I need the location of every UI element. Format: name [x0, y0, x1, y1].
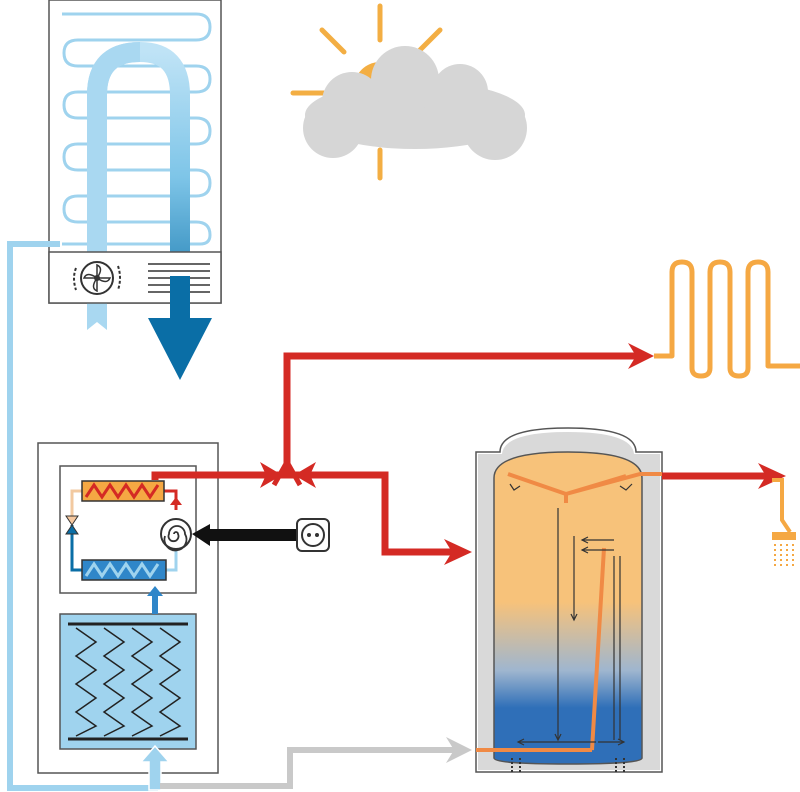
refrigerant-hot-arrow: [170, 497, 182, 505]
power-socket-icon: [296, 518, 330, 552]
heating-supply-line: [283, 352, 640, 475]
condenser: [81, 480, 165, 502]
dhw-arrow: [758, 463, 786, 489]
hot-water-storage-tank: [475, 427, 663, 773]
tank-internal-hot-pipe: [507, 472, 662, 503]
evaporator: [81, 559, 167, 581]
brine-up-arrow: [147, 586, 163, 614]
shower-icon: [772, 478, 796, 568]
outdoor-air-unit: [48, 0, 222, 380]
tank-internal-riser: [476, 547, 606, 752]
tank-charge-arrow: [444, 539, 472, 565]
return-arrow: [446, 737, 472, 763]
outdoor-coil: [62, 12, 212, 246]
junction-arrow-up: [271, 456, 303, 487]
ground-heat-exchanger: [59, 613, 197, 750]
compressor-icon: [160, 518, 192, 552]
junction-arrow-right: [294, 462, 316, 488]
cloud-icon: [303, 46, 527, 160]
tank-inner-vessel: [493, 451, 643, 765]
inlet-notch: [87, 322, 107, 330]
return-line: [160, 747, 460, 789]
expansion-valve-icon: [65, 515, 79, 535]
refrigerant-line-cold: [70, 525, 82, 572]
cold-air-out-arrow: [148, 276, 212, 380]
junction-arrow-left: [260, 462, 282, 488]
heating-supply-arrow: [628, 343, 654, 369]
radiator-icon: [654, 259, 800, 379]
electric-power-arrow: [192, 524, 296, 546]
fan-icon: [73, 261, 121, 295]
refrigerant-line-warm: [70, 489, 82, 520]
tank-flow-arrows: [509, 483, 633, 746]
outdoor-u-tube-inlet: [87, 42, 141, 330]
refrigerant-line-cold-return: [166, 550, 178, 572]
heat-pump-unit: [37, 442, 296, 791]
hot-water-distribution: [151, 352, 640, 556]
heat-pump-hot-outlet: [151, 471, 455, 556]
